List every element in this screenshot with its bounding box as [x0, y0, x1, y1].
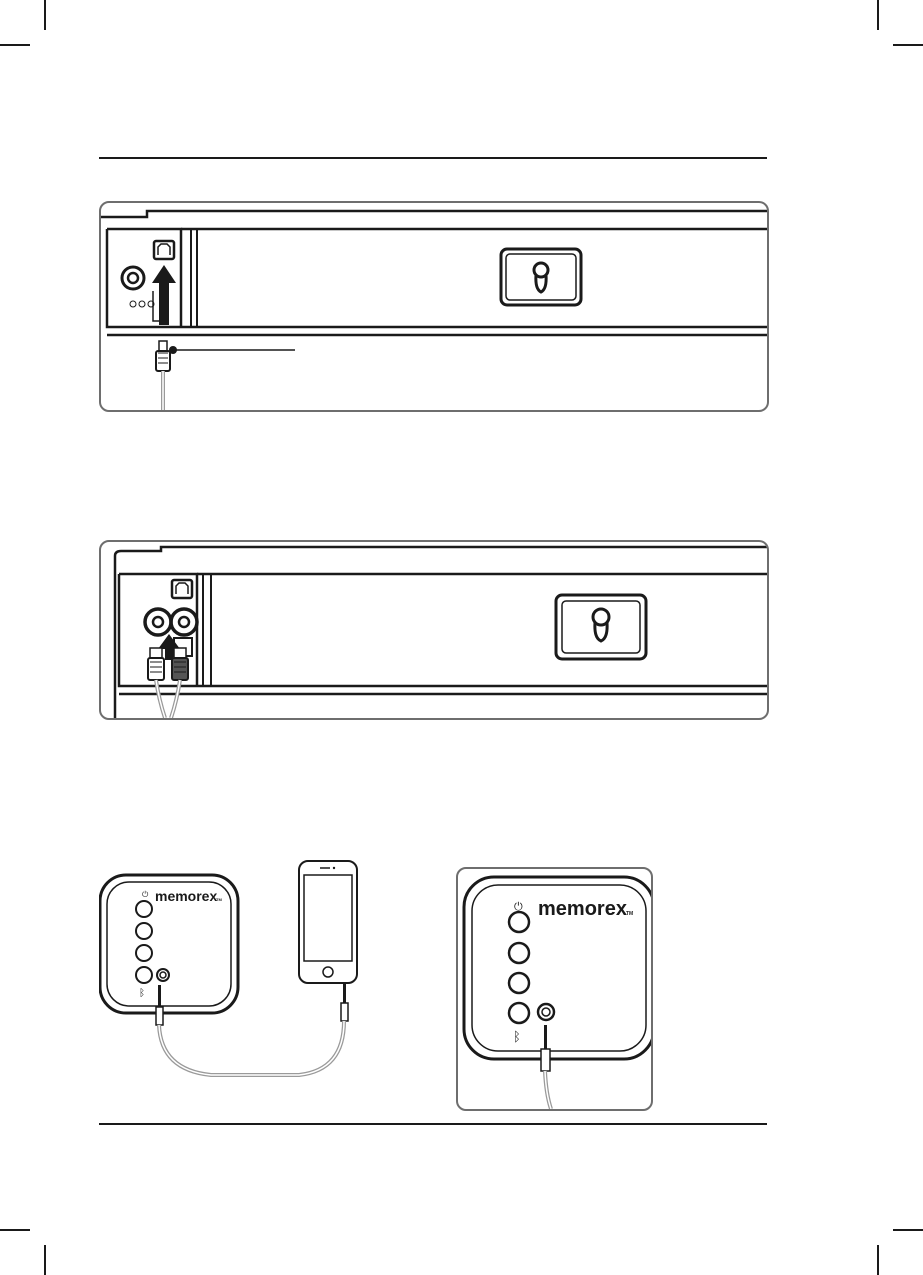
aux-plug-icon	[341, 983, 348, 1021]
aux-cable	[159, 1021, 344, 1075]
keyhole-mount-icon	[501, 249, 581, 305]
aux-jack-icon	[538, 1004, 554, 1020]
bluetooth-icon: ᛒ	[139, 988, 145, 999]
optical-port-icon	[154, 241, 174, 259]
optical-connection-figure	[99, 201, 769, 412]
crop-mark	[0, 44, 30, 46]
aux-jack-icon	[157, 969, 169, 981]
crop-mark	[44, 0, 46, 30]
rca-left-port-icon	[145, 609, 171, 635]
optical-port-icon	[172, 580, 192, 598]
svg-text:⏻: ⏻	[142, 890, 149, 899]
remote-device-icon: memorex TM ⏻ ᛒ	[464, 877, 651, 1059]
smartphone-icon	[299, 861, 357, 983]
optical-cable-icon	[156, 341, 170, 410]
button-icon	[509, 943, 529, 963]
aux-closeup-figure: memorex TM ⏻ ᛒ	[456, 867, 653, 1111]
rca-connection-figure	[99, 540, 769, 720]
crop-mark	[0, 1229, 30, 1231]
insert-arrow-icon	[152, 265, 176, 325]
bluetooth-icon: ᛒ	[513, 1029, 521, 1044]
button-icon	[136, 945, 152, 961]
bottom-rule	[99, 1123, 767, 1125]
coaxial-port-icon	[122, 267, 144, 289]
crop-mark	[877, 1245, 879, 1275]
remote-device-icon: memorex TM ⏻ ᛒ	[100, 875, 238, 1013]
button-icon	[136, 923, 152, 939]
top-rule	[99, 157, 767, 159]
rca-right-port-icon	[171, 609, 197, 635]
button-icon	[509, 973, 529, 993]
crop-mark	[44, 1245, 46, 1275]
keyhole-mount-icon	[556, 595, 646, 659]
brand-logo: memorex	[538, 898, 627, 920]
port-label-icon	[130, 301, 154, 307]
bluetooth-button-icon	[136, 967, 152, 983]
bluetooth-button-icon	[509, 1003, 529, 1023]
power-button-icon	[509, 912, 529, 932]
crop-mark	[893, 44, 923, 46]
crop-mark	[877, 0, 879, 30]
brand-logo: memorex	[155, 888, 217, 904]
power-button-icon	[136, 901, 152, 917]
svg-text:TM: TM	[216, 897, 222, 902]
svg-text:TM: TM	[626, 911, 633, 917]
crop-mark	[893, 1229, 923, 1231]
aux-phone-connection-figure: memorex TM ⏻ ᛒ	[99, 860, 419, 1085]
